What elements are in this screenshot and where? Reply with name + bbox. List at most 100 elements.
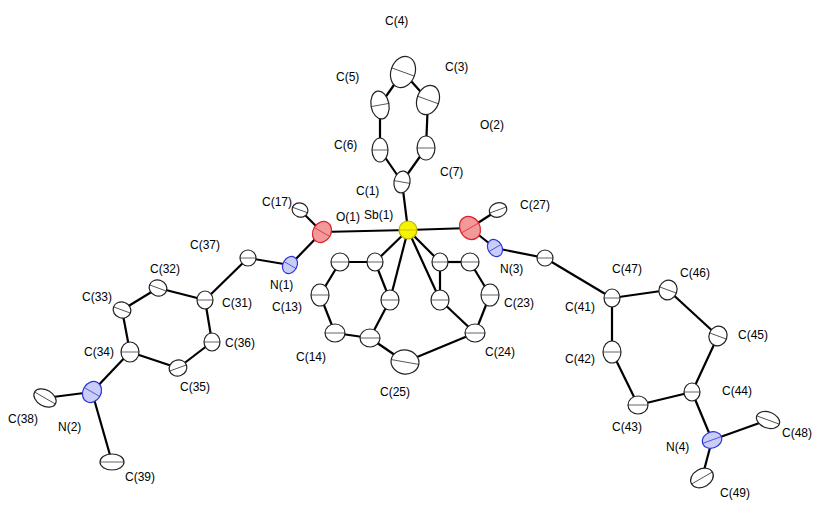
ellipsoid	[431, 290, 449, 310]
principal-axis	[170, 365, 187, 371]
principal-axis	[431, 300, 449, 301]
principal-axis	[100, 462, 124, 463]
ellipsoid	[279, 254, 300, 277]
ellipsoid	[100, 454, 124, 470]
ellipsoid	[700, 429, 724, 451]
bond	[322, 230, 408, 232]
principal-axis	[391, 360, 419, 365]
principal-axis	[461, 223, 478, 233]
atom-label: C(4)	[385, 14, 408, 28]
bond	[668, 290, 718, 336]
atom-label: C(27)	[520, 198, 550, 212]
principal-axis	[465, 333, 485, 334]
atom-label: O(2)	[480, 118, 504, 132]
principal-axis	[394, 181, 410, 184]
atom-label: C(35)	[180, 380, 210, 394]
principal-axis	[314, 228, 330, 237]
ellipsoid	[687, 464, 717, 492]
principal-axis	[481, 295, 499, 296]
principal-axis	[35, 392, 56, 404]
atom-label: C(33)	[82, 290, 112, 304]
ellipsoid	[389, 348, 421, 376]
principal-axis	[757, 416, 780, 424]
principal-axis	[432, 262, 448, 263]
ellipsoid	[484, 237, 505, 260]
principal-axis	[684, 392, 700, 393]
ellipsoid	[628, 396, 648, 414]
principal-axis	[371, 103, 389, 106]
principal-axis	[703, 437, 722, 444]
atom-label: C(6)	[334, 138, 357, 152]
principal-axis	[331, 262, 349, 263]
ellipsoid	[325, 324, 345, 342]
principal-axis	[84, 388, 100, 397]
principal-axis	[367, 262, 383, 263]
atom-label: C(42)	[565, 352, 595, 366]
ellipsoid	[399, 221, 417, 239]
atom-label: N(2)	[58, 420, 81, 434]
ellipsoid	[413, 82, 444, 118]
ellipsoid	[309, 218, 336, 246]
principal-axis	[114, 307, 131, 313]
ellipsoid	[487, 200, 509, 219]
ellipsoid	[147, 277, 169, 298]
atom-ellipsoids	[31, 53, 782, 492]
ellipsoid	[197, 291, 213, 309]
atom-label: C(7)	[440, 165, 463, 179]
ellipsoid	[537, 250, 553, 266]
ellipsoid	[290, 201, 310, 220]
bond	[390, 230, 408, 300]
ellipsoid	[603, 341, 621, 363]
atom-label: C(41)	[565, 300, 595, 314]
atom-label: C(1)	[356, 184, 379, 198]
atom-label: C(37)	[190, 238, 220, 252]
atom-label: C(5)	[336, 70, 359, 84]
ellipsoid	[167, 357, 189, 378]
principal-axis	[284, 262, 296, 269]
atom-label: C(44)	[722, 384, 752, 398]
bond-lines	[45, 72, 768, 478]
principal-axis	[325, 333, 345, 334]
ellipsoid	[372, 138, 388, 162]
atom-label: C(14)	[296, 350, 326, 364]
principal-axis	[204, 342, 220, 343]
ellipsoid	[754, 408, 782, 431]
bond	[545, 258, 612, 298]
ellipsoid	[311, 284, 329, 306]
ellipsoid	[392, 170, 412, 194]
atom-label: C(34)	[84, 345, 114, 359]
atom-label: C(13)	[272, 300, 302, 314]
atom-label: C(38)	[8, 412, 38, 426]
atom-label: C(3)	[445, 60, 468, 74]
atom-label: C(47)	[612, 262, 642, 276]
principal-axis	[660, 287, 677, 293]
atom-label: N(4)	[666, 440, 689, 454]
ellipsoid	[121, 342, 139, 362]
principal-axis	[418, 96, 439, 104]
principal-axis	[150, 285, 167, 291]
atom-label: C(48)	[782, 426, 812, 440]
principal-axis	[692, 472, 713, 484]
principal-axis	[603, 352, 621, 353]
ellipsoid	[369, 90, 392, 121]
ellipsoid	[461, 253, 479, 271]
principal-axis	[489, 245, 501, 252]
atom-label: C(32)	[150, 262, 180, 276]
ellipsoid	[604, 289, 620, 307]
atom-label: C(46)	[680, 266, 710, 280]
principal-axis	[292, 207, 307, 212]
principal-axis	[628, 405, 648, 406]
principal-axis	[537, 258, 553, 259]
principal-axis	[311, 295, 329, 296]
principal-axis	[197, 300, 213, 301]
principal-axis	[360, 338, 380, 339]
ellipsoid	[331, 253, 349, 271]
principal-axis	[417, 148, 435, 149]
principal-axis	[392, 68, 415, 76]
atom-label: C(25)	[380, 385, 410, 399]
ellipsoid	[465, 324, 485, 342]
atom-label: C(36)	[225, 336, 255, 350]
atom-label: C(31)	[222, 296, 252, 310]
principal-axis	[121, 352, 139, 353]
